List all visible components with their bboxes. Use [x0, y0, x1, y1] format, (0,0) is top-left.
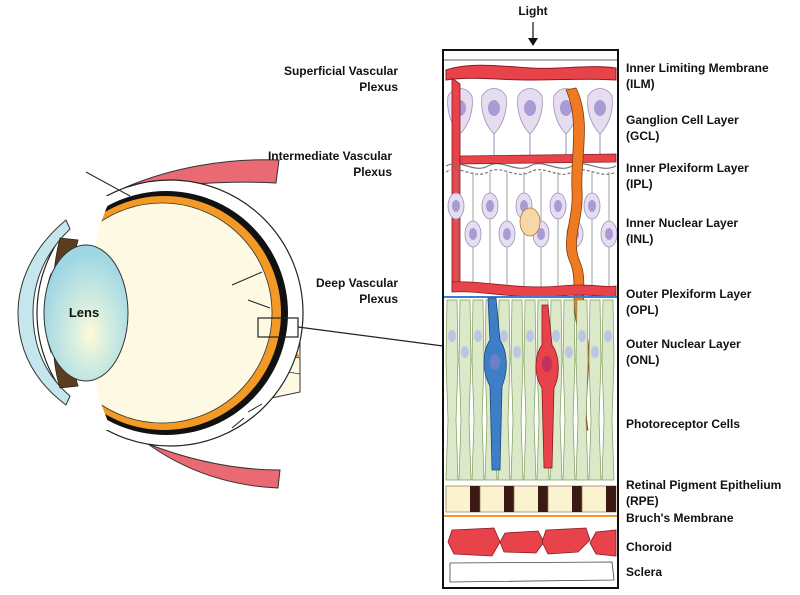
label-ipl-line0: Inner Plexiform Layer	[626, 161, 749, 175]
label-bruch-line0: Bruch's Membrane	[626, 511, 734, 525]
inl-nucleus	[605, 228, 613, 240]
label-choroid-line0: Choroid	[626, 540, 672, 554]
label-opl-line0: Outer Plexiform Layer	[626, 287, 752, 301]
inl-nucleus	[503, 228, 511, 240]
photoreceptor-cell	[510, 299, 524, 481]
photoreceptor-cell	[562, 299, 576, 481]
light-label: Light	[518, 4, 547, 18]
inl-nucleus	[486, 200, 494, 212]
photoreceptor-nucleus	[604, 330, 612, 342]
photoreceptor-cell	[471, 299, 485, 481]
label-intermediate-line0: Intermediate Vascular	[268, 149, 392, 163]
ganglion-nucleus	[594, 100, 606, 116]
rpe-pigment	[606, 486, 616, 512]
rpe-pigment	[470, 486, 480, 512]
photoreceptor-cell	[445, 299, 459, 481]
inl-nucleus	[452, 200, 460, 212]
label-inl-line0: Inner Nuclear Layer	[626, 216, 738, 230]
ganglion-nucleus	[560, 100, 572, 116]
photoreceptor-cell	[523, 299, 537, 481]
rpe-pigment	[572, 486, 582, 512]
amacrine-cell	[519, 207, 541, 237]
label-opl-line1: (OPL)	[626, 303, 659, 317]
photoreceptor-cell	[458, 299, 472, 481]
retina-panel	[442, 49, 619, 589]
photoreceptor-nucleus	[591, 346, 599, 358]
photoreceptor-nucleus	[474, 330, 482, 342]
sclera-layer	[449, 561, 615, 583]
ganglion-nucleus	[524, 100, 536, 116]
rpe-layer	[445, 485, 617, 513]
label-ipl-line1: (IPL)	[626, 177, 653, 191]
rpe-pigment	[538, 486, 548, 512]
photoreceptor-nucleus	[578, 330, 586, 342]
inl-nucleus	[554, 200, 562, 212]
label-rpe-line1: (RPE)	[626, 494, 659, 508]
inl-nucleus	[537, 228, 545, 240]
label-onl-line1: (ONL)	[626, 353, 659, 367]
inner-nuclear-layer	[447, 172, 618, 290]
label-gcl-line1: (GCL)	[626, 129, 659, 143]
eye-illustration: Lens	[17, 159, 444, 489]
photoreceptor-nucleus	[552, 330, 560, 342]
lens	[43, 244, 129, 382]
label-gcl-line0: Ganglion Cell Layer	[626, 113, 739, 127]
label-ilm-line1: (ILM)	[626, 77, 655, 91]
label-sclera-line0: Sclera	[626, 565, 662, 579]
cornea	[17, 219, 71, 406]
photoreceptor-cell	[575, 299, 589, 481]
label-deep-line0: Deep Vascular	[316, 276, 398, 290]
label-superficial-line0: Superficial Vascular	[284, 64, 398, 78]
intermediate-vascular-plexus	[459, 153, 617, 165]
lens-label: Lens	[69, 305, 99, 320]
superficial-vascular-plexus	[445, 64, 617, 81]
photoreceptor-nucleus	[448, 330, 456, 342]
photoreceptor-nucleus	[461, 346, 469, 358]
label-deep-line1: Plexus	[359, 292, 398, 306]
inl-nucleus	[469, 228, 477, 240]
photoreceptor-nucleus	[526, 330, 534, 342]
label-photoreceptor-line0: Photoreceptor Cells	[626, 417, 740, 431]
inl-nucleus	[588, 200, 596, 212]
ganglion-nucleus	[488, 100, 500, 116]
photoreceptor-cell	[601, 299, 615, 481]
photoreceptor-cell	[588, 299, 602, 481]
label-onl-line0: Outer Nuclear Layer	[626, 337, 741, 351]
photoreceptor-nucleus	[565, 346, 573, 358]
label-rpe-line0: Retinal Pigment Epithelium	[626, 478, 781, 492]
label-superficial-line1: Plexus	[359, 80, 398, 94]
light-arrow-icon	[528, 38, 538, 46]
label-intermediate-line1: Plexus	[353, 165, 392, 179]
rpe-pigment	[504, 486, 514, 512]
photoreceptor-nucleus	[500, 330, 508, 342]
zoom-connector	[297, 326, 444, 347]
red-cell	[535, 304, 559, 469]
right-labels: Inner Limiting Membrane (ILM) Ganglion Cel…	[626, 61, 781, 579]
label-inl-line1: (INL)	[626, 232, 653, 246]
inner-plexiform-layer	[445, 163, 617, 169]
label-ilm-line0: Inner Limiting Membrane	[626, 61, 769, 75]
photoreceptor-nucleus	[513, 346, 521, 358]
lower-eye-muscle	[147, 443, 281, 489]
blue-bipolar-cell	[483, 297, 507, 471]
choroid-layer	[447, 527, 617, 557]
